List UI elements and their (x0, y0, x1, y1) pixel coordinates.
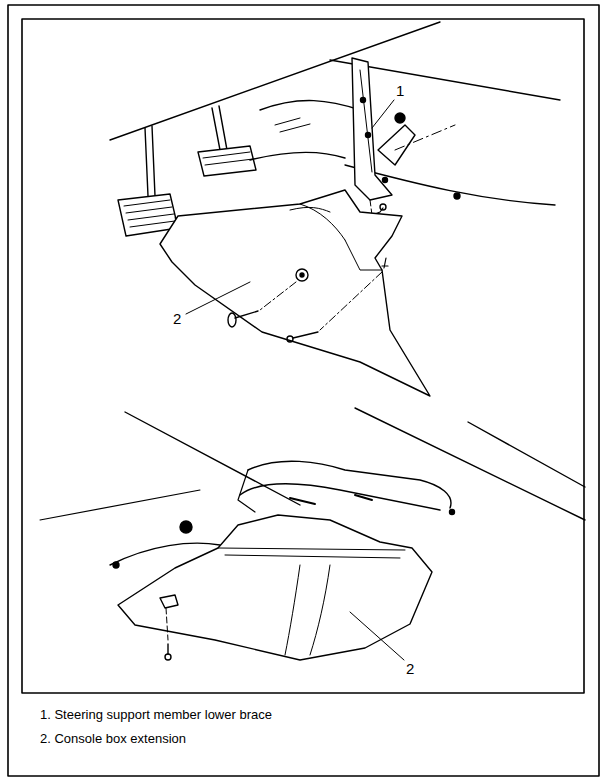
callout-number: 2 (173, 310, 181, 327)
legend-note: 1. Steering support member lower brace (40, 707, 272, 722)
callout-number: 2 (406, 660, 414, 677)
legend-note: 2. Console box extension (40, 731, 186, 746)
callout-number: 1 (396, 82, 404, 99)
